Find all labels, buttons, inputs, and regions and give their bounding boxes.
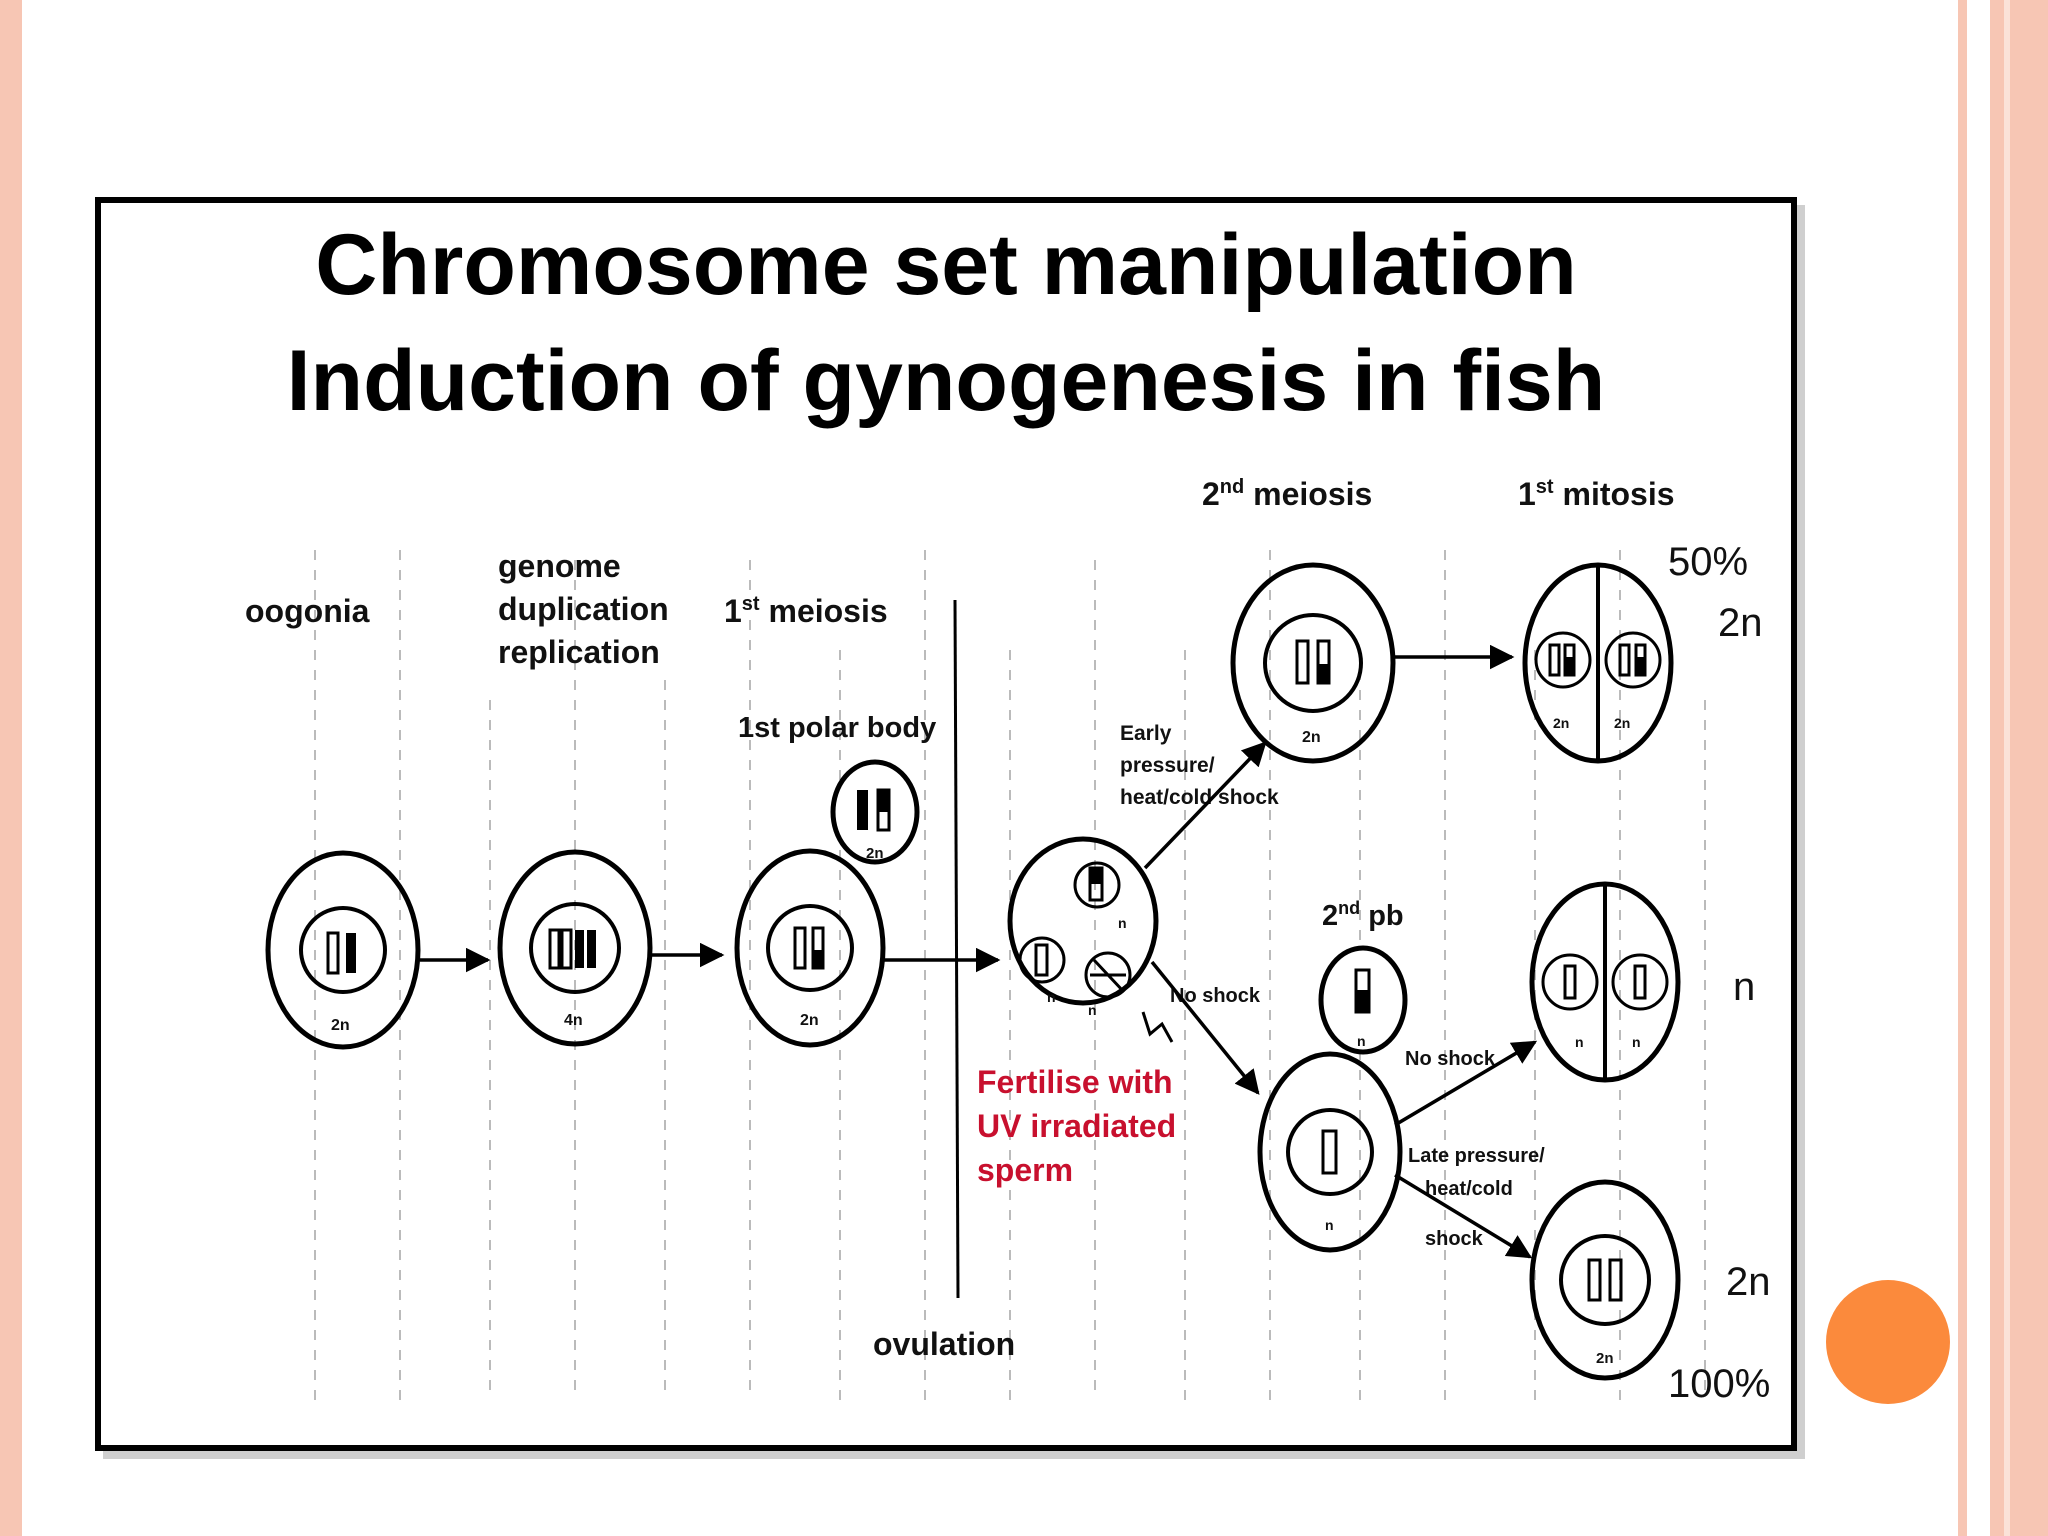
fertilise-line-3: sperm [977, 1152, 1073, 1188]
ploidy-label: 2n [1596, 1350, 1614, 1367]
ploidy-label: n [1047, 989, 1056, 1005]
ploidy-label: n [1325, 1217, 1334, 1233]
early-line-1: Early [1120, 722, 1172, 745]
cell-late-shock-diploid: 2n [1529, 1179, 1681, 1381]
ploidy-label: 2n [800, 1012, 819, 1029]
label-genome: genome [498, 548, 621, 584]
ploidy-label: n [1575, 1034, 1584, 1050]
mid-ploidy: n [1733, 965, 1755, 1009]
label-replication: replication [498, 634, 660, 670]
no-shock-label-2: No shock [1405, 1048, 1496, 1070]
ploidy-label: 2n [1553, 715, 1569, 731]
sperm-squiggle [1141, 1011, 1174, 1043]
label-2nd-meiosis: 2nd meiosis [1202, 476, 1372, 512]
fertilise-line-2: UV irradiated [977, 1108, 1176, 1144]
ploidy-label: 2n [866, 845, 884, 862]
arrows [420, 644, 1538, 1259]
ploidy-label: 4n [564, 1012, 583, 1029]
right-edge-band [1990, 0, 2048, 1536]
ovulation-line [953, 599, 960, 1299]
cell-first-mitosis-top: 2n 2n [1522, 562, 1674, 764]
cell-first-meiosis: 2n [734, 848, 886, 1048]
bottom-ploidy: 2n [1726, 1260, 1771, 1304]
label-ovulation: ovulation [873, 1326, 1015, 1362]
bottom-percent: 100% [1668, 1362, 1770, 1406]
fertilise-line-1: Fertilise with [977, 1064, 1173, 1100]
cell-haploid-mitosis: n n [1529, 881, 1681, 1083]
orange-circle-decoration [1826, 1280, 1950, 1404]
cell-second-meiosis-top: 2n [1230, 562, 1396, 764]
right-edge-stripe [1958, 0, 1967, 1536]
cell-haploid-egg: n [1257, 1051, 1403, 1253]
late-line-3: shock [1425, 1228, 1484, 1250]
top-percent: 50% [1668, 540, 1748, 584]
label-oogonia: oogonia [245, 593, 370, 629]
late-line-2: heat/cold [1425, 1178, 1513, 1200]
second-polar-body: n [1318, 945, 1408, 1055]
ploidy-label: 2n [1614, 715, 1630, 731]
top-ploidy: 2n [1718, 601, 1763, 645]
title-line-1: Chromosome set manipulation [315, 217, 1577, 313]
label-1st-polar-body: 1st polar body [738, 712, 936, 744]
cell-oogonia: 2n [265, 850, 421, 1050]
label-1st-mitosis: 1st mitosis [1518, 476, 1675, 512]
ploidy-label: 2n [1302, 729, 1321, 746]
label-2nd-pb: 2nd pb [1322, 898, 1404, 932]
ploidy-label: n [1632, 1034, 1641, 1050]
cell-ovulated-egg: n n n [1007, 836, 1159, 1018]
dashed-guides [314, 550, 1706, 1400]
label-duplication: duplication [498, 591, 669, 627]
early-line-3: heat/cold shock [1120, 786, 1279, 809]
cell-genome-duplication: 4n [497, 849, 653, 1047]
early-line-2: pressure/ [1120, 754, 1215, 777]
right-edge-band-light [2004, 0, 2010, 1536]
no-shock-label-1: No shock [1170, 985, 1261, 1007]
ploidy-label: 2n [331, 1017, 350, 1034]
ploidy-label: n [1088, 1002, 1097, 1018]
title-line-2: Induction of gynogenesis in fish [286, 333, 1606, 429]
ploidy-label: n [1357, 1033, 1366, 1049]
label-1st-meiosis: 1st meiosis [724, 593, 888, 629]
left-edge-stripe [0, 0, 22, 1536]
late-line-1: Late pressure/ [1408, 1145, 1545, 1167]
ploidy-label: n [1118, 915, 1127, 931]
first-polar-body: 2n [830, 759, 920, 865]
